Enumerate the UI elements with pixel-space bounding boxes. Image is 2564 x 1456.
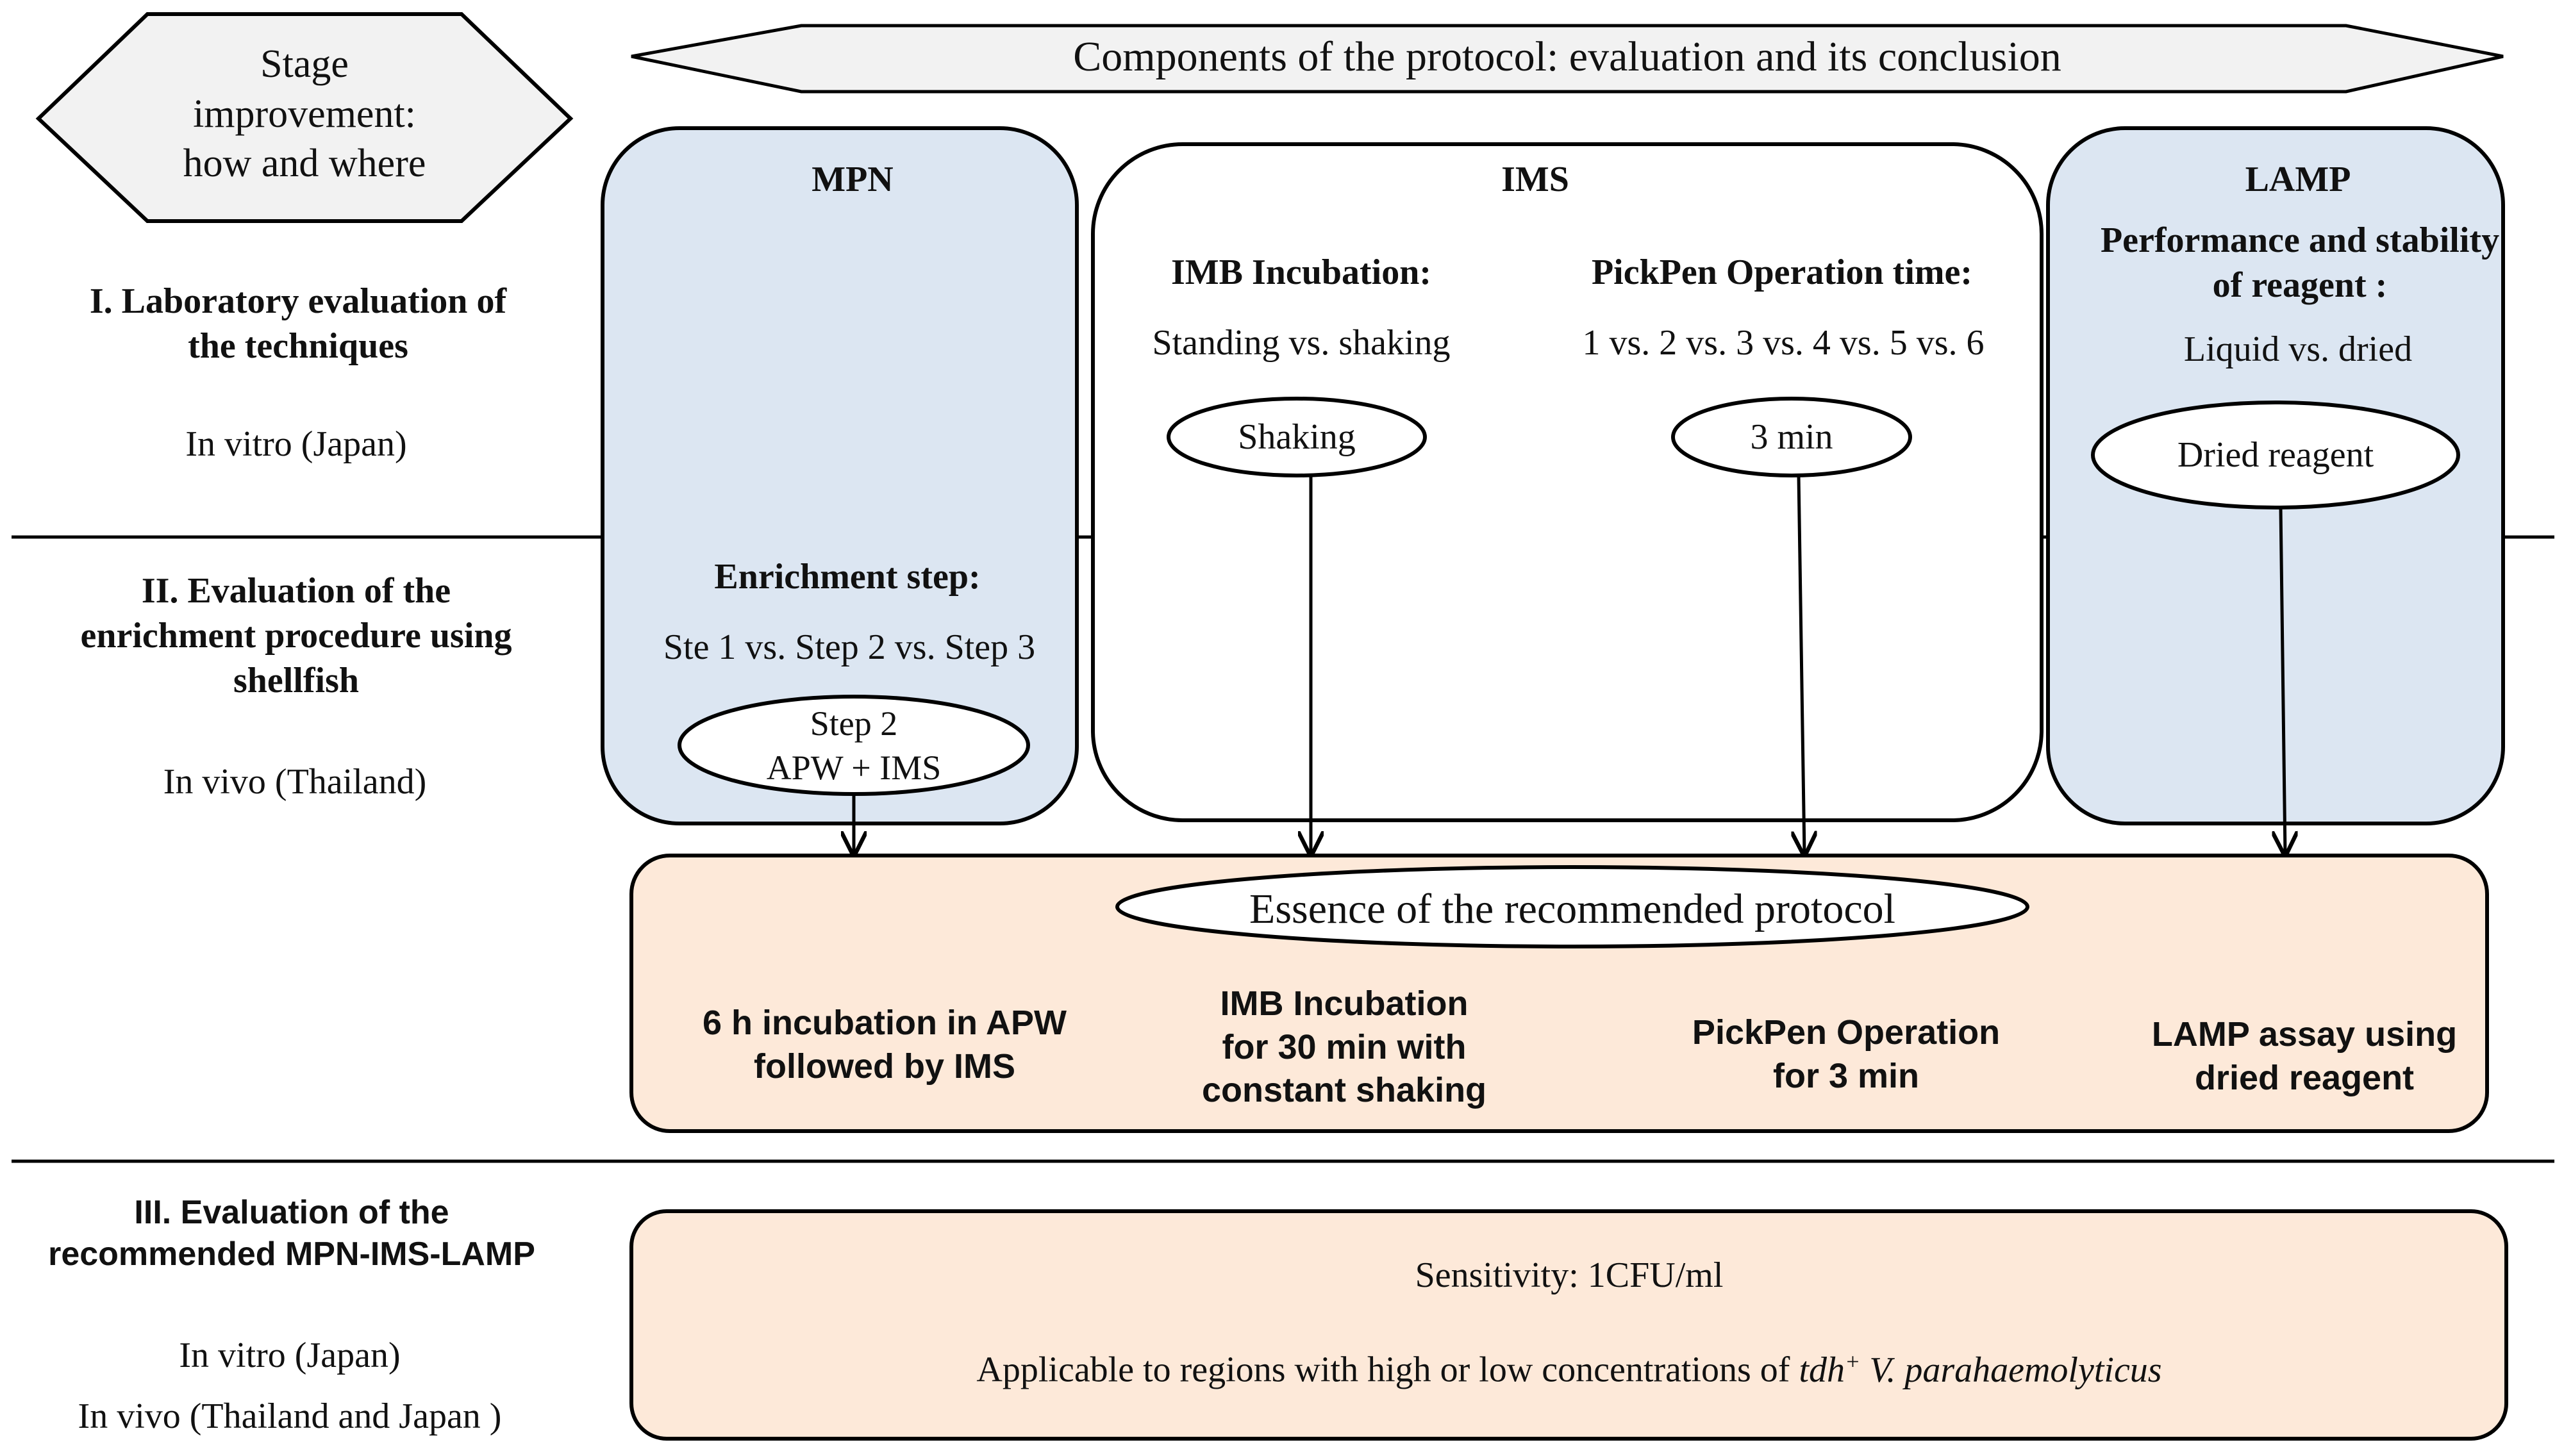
essence-item-4: LAMP assay using dried reagent [2152,1013,2457,1100]
arrow-dried [2281,507,2285,854]
lamp-title: LAMP [2245,160,2351,199]
result-gene-sup: + [1845,1348,1861,1374]
essence-item-3-line-2: for 3 min [1772,1056,1920,1095]
lamp-reagent-title-line-1: Performance and stability [2100,220,2500,260]
ims-incubation-title: IMB Incubation: [1170,252,1432,292]
stage1-title-line-1: I. Laboratory evaluation of [89,281,507,321]
stage2-title: II. Evaluation of the enrichment procedu… [80,568,512,703]
essence-item-2-line-2: for 30 min with [1222,1027,1467,1066]
components-banner-text: Components of the protocol: evaluation a… [1073,33,2061,80]
stage3-title-line-2: recommended MPN-IMS-LAMP [48,1236,535,1273]
ims-title: IMS [1501,160,1569,199]
essence-item-2-line-1: IMB Incubation [1220,984,1469,1023]
essence-title-ellipse [1115,865,2029,948]
result-sensitivity: Sensitivity: 1CFU/ml [1415,1255,1724,1295]
stage3-setting-1: In vitro (Japan) [179,1336,401,1375]
stage2-title-line-3: shellfish [233,661,360,700]
mpn-enrichment-title: Enrichment step: [714,557,981,597]
ims-box [1091,142,2044,822]
ims-pickpen-title: PickPen Operation time: [1591,252,1973,292]
stage-label-line-2: improvement: [193,92,416,136]
essence-item-4-line-1: LAMP assay using [2151,1015,2458,1054]
ims-incubation-options: Standing vs. shaking [1152,323,1451,363]
mpn-choice-ellipse [678,695,1030,796]
mpn-enrichment-options: Ste 1 vs. Step 2 vs. Step 3 [663,627,1036,667]
mpn-choice: Step 2 APW + IMS [767,702,942,790]
essence-title: Essence of the recommended protocol [1249,886,1895,932]
ims-incubation-choice: Shaking [1238,417,1356,457]
ims-shaking-ellipse [1167,397,1427,477]
stage1-setting: In vitro (Japan) [185,424,407,464]
stage1-title: I. Laboratory evaluation of the techniqu… [90,279,506,368]
essence-item-2: IMB Incubation for 30 min with constant … [1202,982,1486,1113]
arrow-3min [1799,475,1804,854]
stage3-setting-2: In vivo (Thailand and Japan ) [78,1396,502,1436]
stage-label-line-1: Stage [260,42,349,86]
mpn-choice-line-2: APW + IMS [766,749,942,788]
components-banner-shape [631,24,2504,94]
stage1-title-line-2: the techniques [188,326,408,366]
essence-item-3-line-1: PickPen Operation [1692,1013,2001,1052]
ims-pickpen-options: 1 vs. 2 vs. 3 vs. 4 vs. 5 vs. 6 [1582,323,1985,363]
stage-label-line-3: how and where [183,142,426,185]
lamp-reagent-choice: Dried reagent [2177,435,2374,475]
lamp-dried-ellipse [2091,401,2460,509]
lamp-reagent-title-line-2: of reagent : [2212,265,2388,305]
ims-3min-ellipse [1671,397,1912,477]
stage3-title-line-1: III. Evaluation of the [134,1194,449,1231]
essence-item-1-line-2: followed by IMS [753,1046,1016,1086]
essence-item-1-line-1: 6 h incubation in APW [703,1004,1067,1042]
essence-item-2-line-3: constant shaking [1201,1071,1487,1109]
result-applicable-prefix: Applicable to regions with high or low c… [976,1350,1799,1390]
lamp-reagent-options: Liquid vs. dried [2183,329,2413,369]
stage-label: Stage improvement: how and where [183,40,426,189]
lamp-reagent-title: Performance and stability of reagent : [2101,218,2499,308]
essence-item-4-line-2: dried reagent [2194,1058,2415,1097]
stage2-title-line-1: II. Evaluation of the [141,571,451,611]
result-gene: tdh [1799,1350,1845,1390]
result-species: V. parahaemolyticus [1860,1350,2162,1390]
essence-item-1: 6 h incubation in APW followed by IMS [703,1002,1067,1088]
result-applicable: Applicable to regions with high or low c… [976,1347,2161,1393]
essence-item-3: PickPen Operation for 3 min [1692,1011,2000,1098]
mpn-box [601,126,1079,825]
stage-hexagon [35,12,574,223]
ims-pickpen-choice: 3 min [1750,417,1833,457]
mpn-title: MPN [812,160,894,199]
stage2-setting: In vivo (Thailand) [163,762,427,802]
essence-box [629,854,2489,1133]
result-box [629,1209,2508,1441]
stage2-title-line-2: enrichment procedure using [80,616,512,656]
mpn-choice-line-1: Step 2 [810,704,898,743]
stage3-title: III. Evaluation of the recommended MPN-I… [48,1192,535,1275]
